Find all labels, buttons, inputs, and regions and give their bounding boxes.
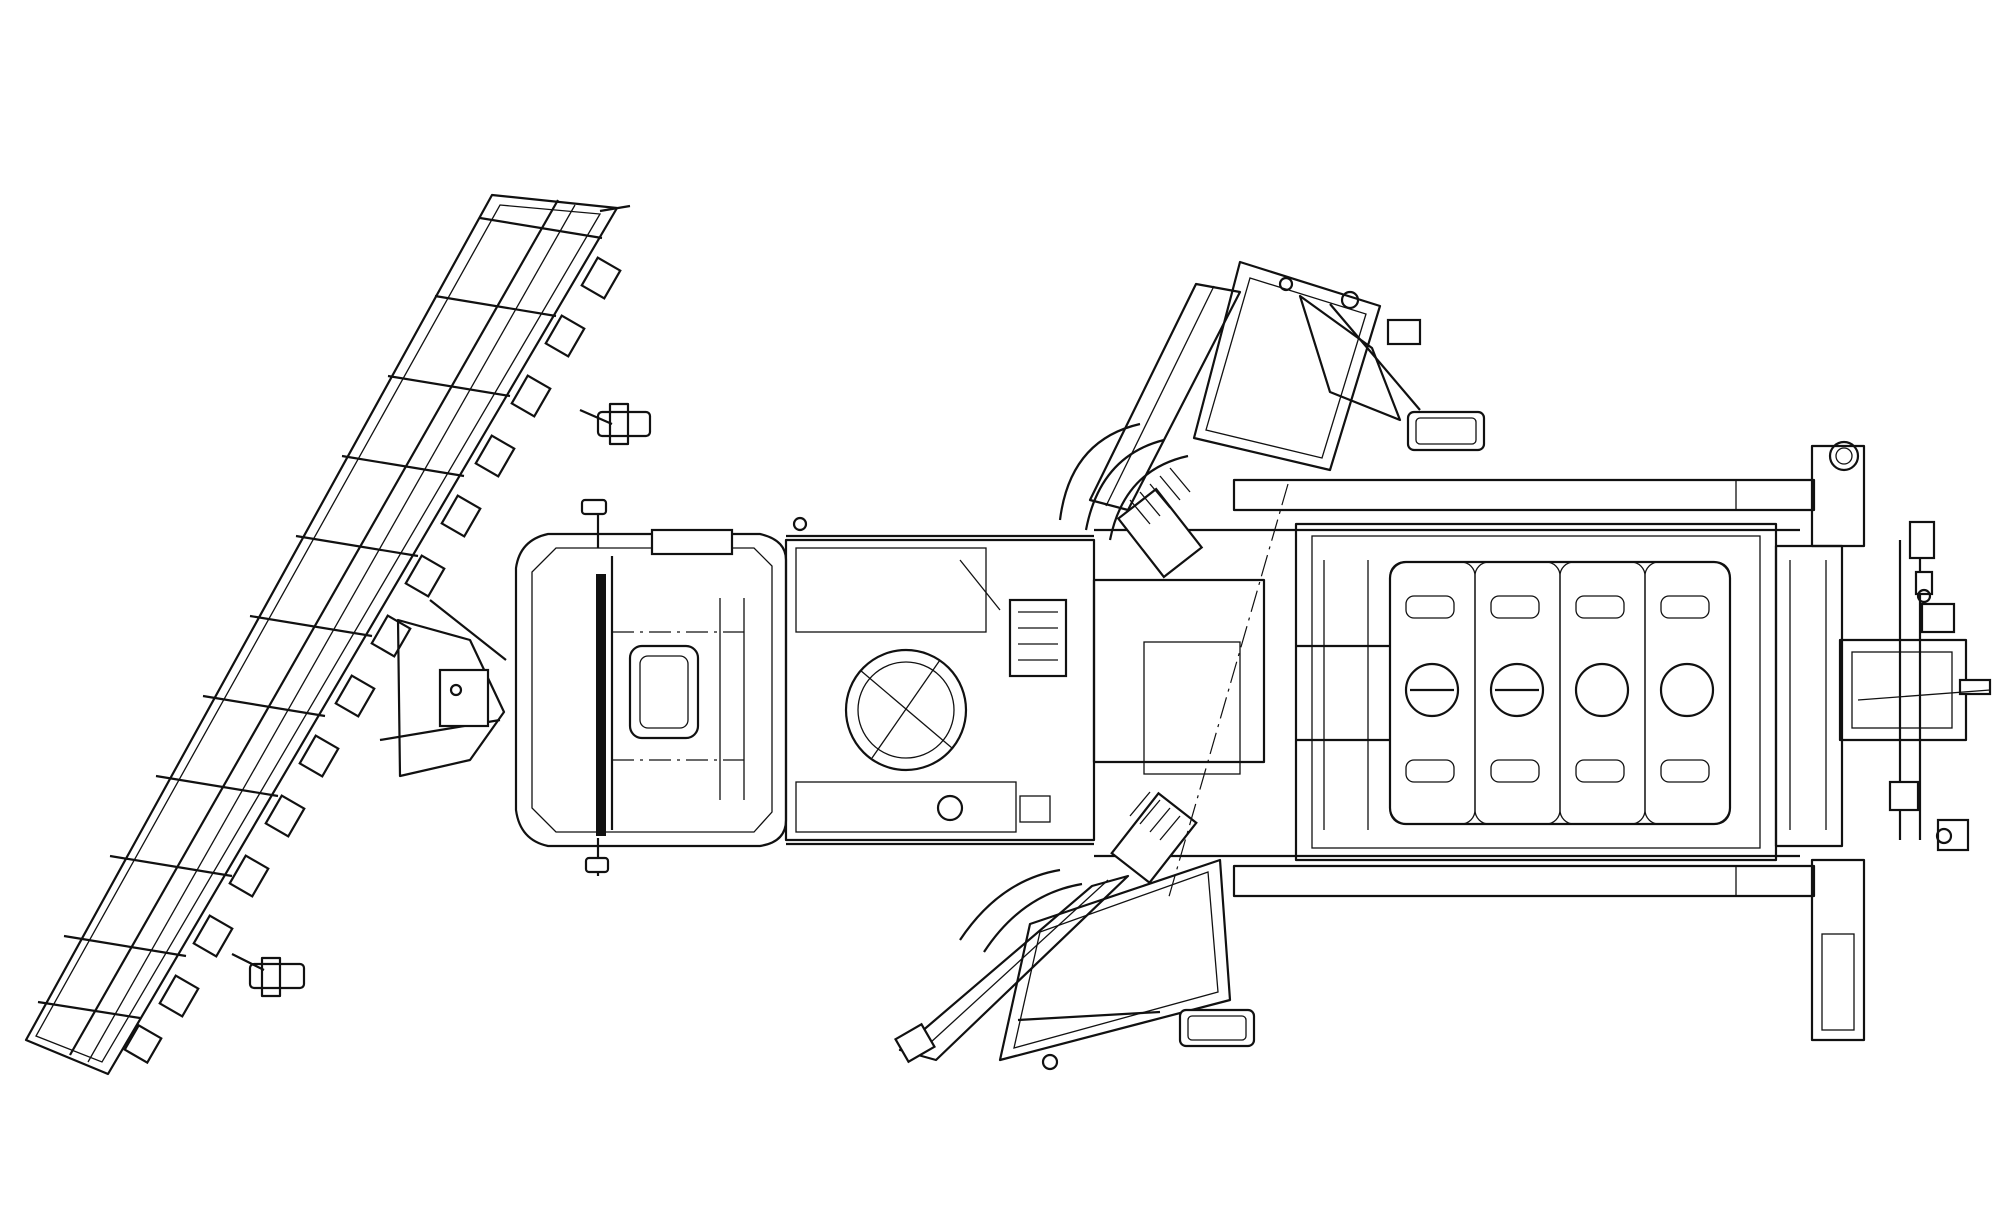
upper-wing-plow xyxy=(1058,260,1486,579)
chassis-engine-section xyxy=(784,516,1096,842)
blade-caster-wheel-lower xyxy=(231,953,306,998)
blade-caster-wheel-upper xyxy=(579,402,652,446)
hopper-crossbars xyxy=(1296,560,1390,830)
rear-assembly xyxy=(1774,440,1992,1042)
front-plow-blade xyxy=(24,193,652,1076)
outrigger-beams xyxy=(1232,478,1816,898)
plow-push-frame xyxy=(379,599,507,778)
spreader-hopper xyxy=(1294,522,1778,862)
truck-cab xyxy=(514,498,788,876)
blade-brackets xyxy=(123,256,622,1065)
hopper-tank-cells xyxy=(1389,561,1731,825)
blade-ribs xyxy=(37,216,603,1020)
hopper-round-lids xyxy=(1404,662,1715,718)
lower-wing-hatching xyxy=(1129,791,1181,841)
lower-wing-plow xyxy=(894,791,1256,1071)
upper-wing-hatching xyxy=(1129,467,1191,525)
main-frame-rails xyxy=(786,528,1800,858)
hopper-top-slots xyxy=(1405,595,1710,783)
